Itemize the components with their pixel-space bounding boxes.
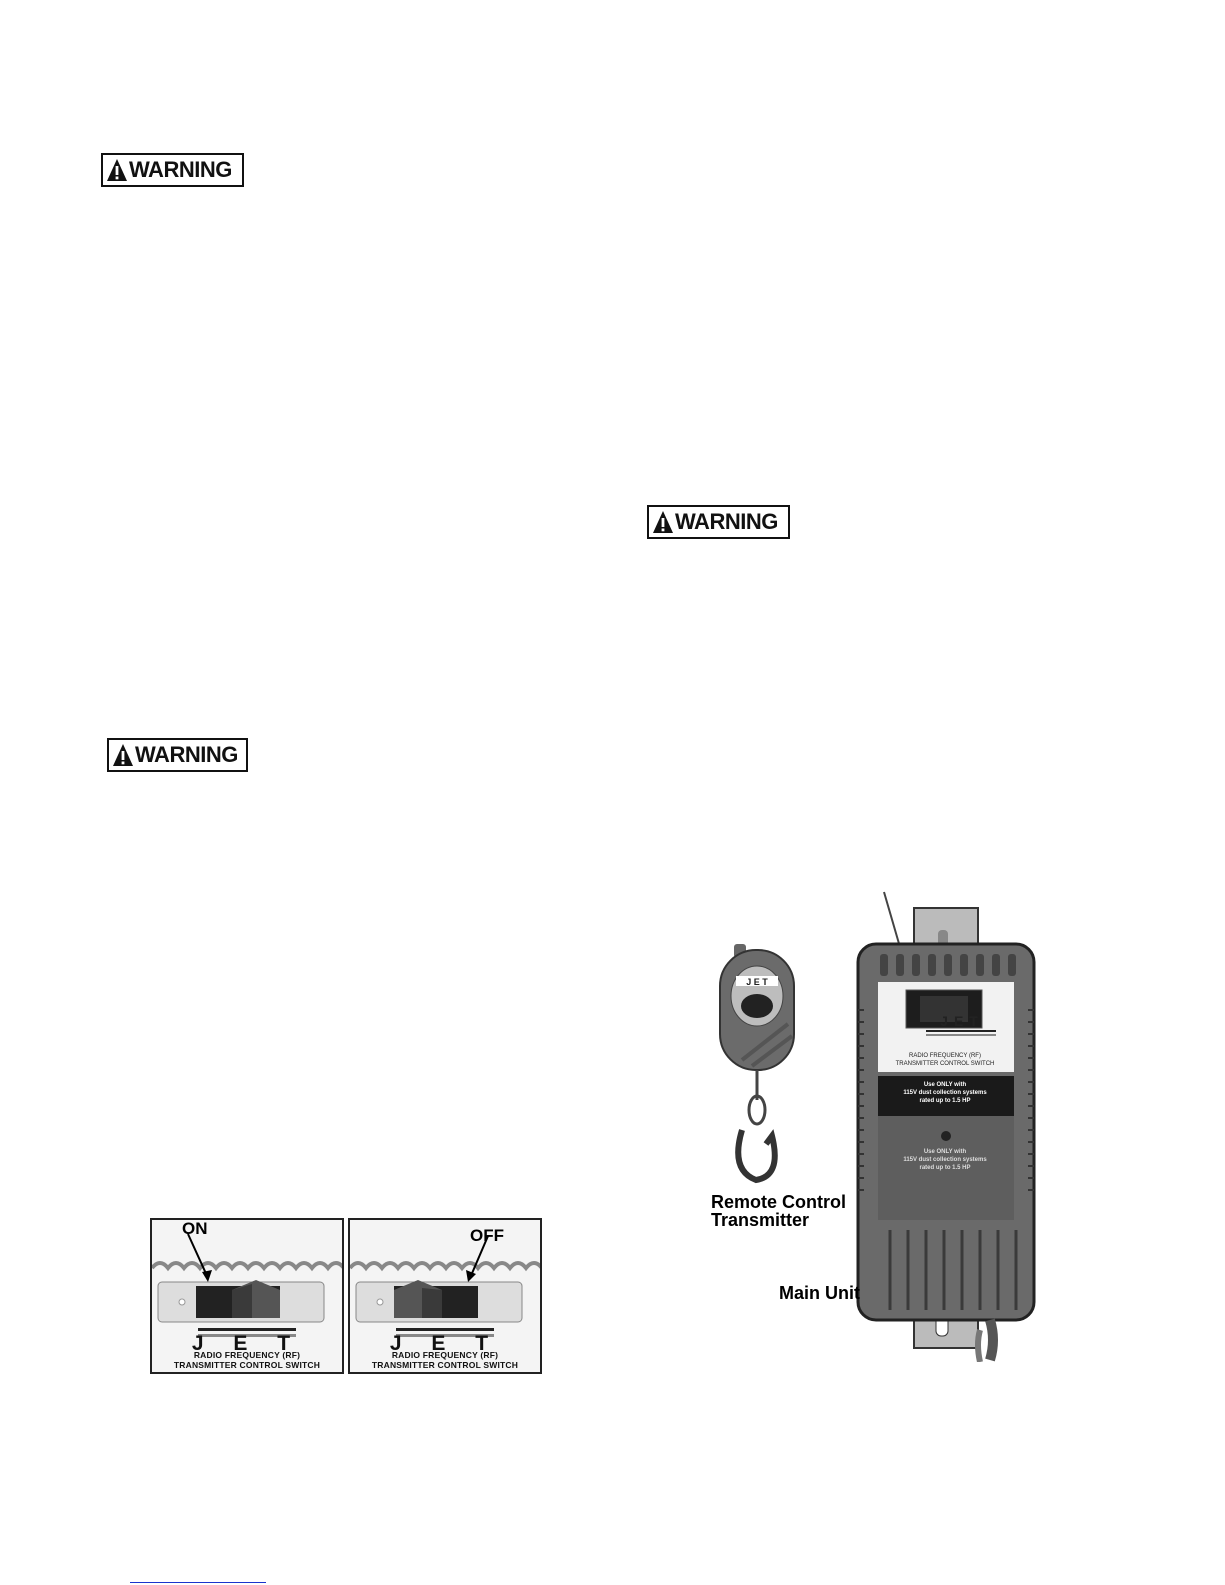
main-unit-callout: Main Unit	[779, 1283, 860, 1303]
unit-rf-caption-line2: TRANSMITTER CONTROL SWITCH	[895, 1061, 995, 1067]
unit-notice-lower: Use ONLY with 115V dust collection syste…	[880, 1148, 1010, 1172]
switch-photo-off: OFF J E T RADIO FREQUENCY (RF) TRANSMITT…	[348, 1218, 542, 1374]
unit-notice-upper-line2: 115V dust collection systems	[903, 1090, 987, 1096]
unit-jet-logo: JET	[940, 1013, 984, 1029]
rf-caption: RADIO FREQUENCY (RF) TRANSMITTER CONTROL…	[152, 1350, 342, 1370]
warning-badge-top-left: WARNING	[101, 153, 244, 187]
unit-rf-caption: RADIO FREQUENCY (RF) TRANSMITTER CONTROL…	[880, 1052, 1010, 1068]
warning-triangle-icon	[107, 159, 127, 181]
warning-badge-middle-right: WARNING	[647, 505, 790, 539]
remote-transmitter-callout-line2: Transmitter	[711, 1210, 810, 1230]
footer-link-underline	[130, 1582, 266, 1583]
warning-badge-middle-left: WARNING	[107, 738, 248, 772]
switch-panel-illustration	[350, 1235, 540, 1337]
off-label: OFF	[470, 1226, 504, 1245]
rf-caption-line1: RADIO FREQUENCY (RF)	[193, 1350, 301, 1360]
rf-caption-line2: TRANSMITTER CONTROL SWITCH	[371, 1360, 519, 1370]
remote-control-fob-illustration: J E T	[719, 944, 795, 1184]
unit-notice-lower-line3: rated up to 1.5 HP	[919, 1165, 971, 1171]
remote-transmitter-callout: Remote Control Transmitter	[711, 1193, 846, 1229]
warning-triangle-icon	[113, 744, 133, 766]
warning-text: WARNING	[135, 742, 238, 767]
unit-notice-lower-line1: Use ONLY with	[923, 1149, 967, 1155]
svg-text:J E T: J E T	[746, 977, 768, 987]
switch-photo-on: ON J E T RADIO FREQUENCY (RF) TRANSMITTE…	[150, 1218, 344, 1374]
unit-rf-caption-line1: RADIO FREQUENCY (RF)	[909, 1053, 981, 1059]
unit-notice-upper-line1: Use ONLY with	[923, 1082, 967, 1088]
rf-caption: RADIO FREQUENCY (RF) TRANSMITTER CONTROL…	[350, 1350, 540, 1370]
main-unit-illustration	[856, 891, 1036, 1362]
warning-text: WARNING	[675, 509, 778, 534]
unit-notice-upper: Use ONLY with 115V dust collection syste…	[880, 1081, 1010, 1105]
jet-logo: J E T	[191, 1332, 303, 1355]
unit-notice-lower-line2: 115V dust collection systems	[903, 1157, 987, 1163]
rf-caption-line2: TRANSMITTER CONTROL SWITCH	[173, 1360, 321, 1370]
rf-caption-line1: RADIO FREQUENCY (RF)	[391, 1350, 499, 1360]
unit-notice-upper-line3: rated up to 1.5 HP	[919, 1098, 971, 1104]
warning-triangle-icon	[653, 511, 673, 533]
warning-text: WARNING	[129, 157, 232, 182]
switch-panel-illustration	[152, 1233, 342, 1337]
remote-transmitter-callout-line1: Remote Control	[711, 1192, 846, 1212]
on-label: ON	[182, 1219, 208, 1238]
jet-logo: J E T	[389, 1332, 501, 1355]
